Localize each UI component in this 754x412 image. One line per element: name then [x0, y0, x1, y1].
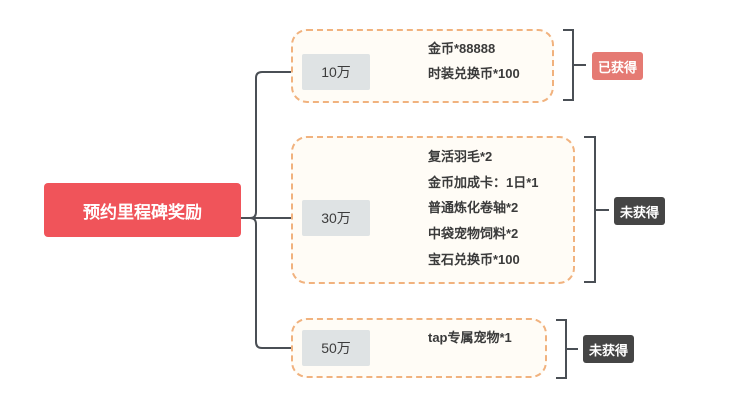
milestone-node-50w[interactable]: 50万 — [302, 330, 370, 366]
bracket-30w — [584, 136, 609, 283]
reward-item[interactable]: 金币*88888 — [428, 41, 496, 56]
reward-item[interactable]: 金币加成卡：1日*1 — [428, 175, 539, 190]
status-badge-10w[interactable]: 已获得 — [592, 52, 644, 80]
bracket-10w — [563, 29, 586, 101]
bracket-50w — [556, 319, 578, 379]
reward-item[interactable]: 宝石兑换币*100 — [428, 252, 520, 267]
connector-root-50w — [241, 217, 302, 349]
reward-item[interactable]: 中袋宠物饲料*2 — [428, 226, 519, 241]
status-badge-30w[interactable]: 未获得 — [614, 197, 666, 225]
reward-item[interactable]: tap专属宠物*1 — [428, 330, 512, 345]
root-topic[interactable]: 预约里程碑奖励 — [44, 183, 241, 237]
reward-item[interactable]: 时装兑换币*100 — [428, 66, 520, 81]
status-badge-50w[interactable]: 未获得 — [583, 335, 635, 363]
milestone-node-30w[interactable]: 30万 — [302, 200, 370, 236]
reward-item[interactable]: 普通炼化卷轴*2 — [428, 200, 519, 215]
reward-item[interactable]: 复活羽毛*2 — [428, 149, 493, 164]
milestone-node-10w[interactable]: 10万 — [302, 54, 370, 90]
